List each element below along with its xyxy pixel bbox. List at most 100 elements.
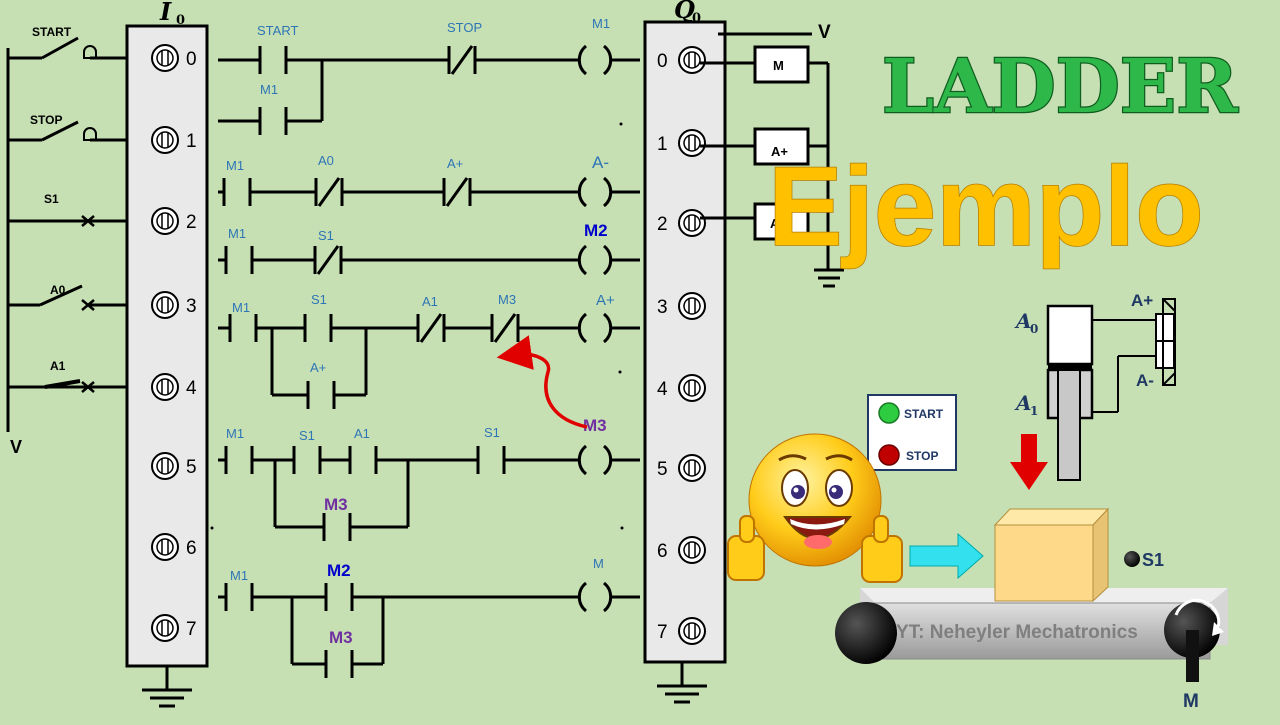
contact-label: M1 — [226, 158, 244, 173]
sensor-s1-icon — [1124, 551, 1140, 567]
input-terminal-4: 4 — [151, 373, 197, 401]
input-terminal-2: 2 — [151, 207, 197, 235]
contact-label: S1 — [299, 428, 315, 443]
output-device-a-minus: A- — [753, 202, 810, 241]
output-terminal-7: 7 — [657, 617, 706, 645]
input-terminal-number: 6 — [186, 538, 197, 559]
supply-label-v: V — [10, 437, 22, 457]
output-terminal-number: 2 — [657, 214, 668, 235]
input-terminal-number: 1 — [186, 131, 197, 152]
cylinder-a0-label: A — [1014, 309, 1032, 333]
contact-label: A1 — [354, 426, 370, 441]
output-module-label: Q — [674, 0, 695, 24]
contact-label: A+ — [447, 156, 463, 171]
output-terminal-number: 5 — [657, 459, 668, 480]
output-terminal-number: 0 — [657, 51, 668, 72]
output-terminal-0: 0 — [657, 46, 706, 74]
coil-label: M1 — [592, 16, 610, 31]
output-terminal-2: 2 — [657, 209, 706, 237]
input-terminal-number: 7 — [186, 619, 197, 640]
roller-switch-markers — [81, 215, 95, 393]
contact-label: M3 — [329, 628, 353, 647]
output-terminal-1: 1 — [657, 129, 706, 157]
sensor-s1-label: S1 — [1142, 550, 1164, 570]
input-label-stop: STOP — [30, 113, 62, 127]
contact-label: M1 — [226, 426, 244, 441]
coil-label: M3 — [583, 416, 607, 435]
input-label-s1: S1 — [44, 192, 59, 206]
motor-roller — [1164, 598, 1224, 682]
input-label-a0: A0 — [50, 283, 66, 297]
input-terminal-6: 6 — [151, 533, 197, 561]
output-terminal-3: 3 — [657, 292, 706, 320]
output-device-a-plus-label: A+ — [771, 144, 788, 159]
pneumatic-cylinder — [1046, 298, 1176, 481]
title-ladder: LADDER — [882, 44, 1238, 130]
input-module-subscript: 0 — [176, 13, 185, 28]
input-terminal-5: 5 — [151, 452, 197, 480]
contact-label: M3 — [498, 292, 516, 307]
input-terminal-1: 1 — [151, 126, 197, 154]
output-terminal-6: 6 — [657, 536, 706, 564]
conveyor-direction-arrow — [909, 532, 984, 580]
output-device-m: M — [753, 45, 810, 84]
red-annotation-arrow — [496, 335, 588, 429]
start-button[interactable]: START — [878, 402, 944, 424]
stop-button-light-icon — [878, 444, 900, 466]
output-module: Q 0 — [643, 0, 727, 704]
terminal-dot — [210, 526, 214, 530]
output-terminal-4: 4 — [657, 374, 706, 402]
output-terminal-number: 1 — [657, 134, 668, 155]
output-terminal-number: 7 — [657, 622, 668, 643]
stop-button[interactable]: STOP — [878, 444, 938, 466]
input-ground-icon — [142, 666, 192, 708]
contact-label: A1 — [422, 294, 438, 309]
output-terminal-number: 6 — [657, 541, 668, 562]
start-button-light-icon — [878, 402, 900, 424]
motor-label: M — [1183, 691, 1199, 712]
output-terminals: 0 1 2 3 4 5 6 7 — [657, 46, 706, 645]
coil-label: A+ — [596, 292, 615, 309]
smiley-thumbs-up-emoji — [727, 433, 903, 583]
input-label-start: START — [32, 25, 72, 39]
output-supply-label: V — [818, 22, 831, 43]
contact-label: A+ — [310, 360, 326, 375]
down-arrow-icon — [1010, 434, 1048, 490]
package-box — [993, 507, 1110, 603]
output-terminal-number: 3 — [657, 297, 668, 318]
stop-button-label: STOP — [906, 449, 938, 463]
output-terminal-5: 5 — [657, 454, 706, 482]
cylinder-a-plus-label: A+ — [1131, 291, 1153, 310]
contact-label: M3 — [324, 495, 348, 514]
coil-label: M — [593, 556, 604, 571]
contact-label: STOP — [447, 20, 482, 35]
input-terminal-0: 0 — [151, 44, 197, 72]
ladder-rungs — [218, 44, 640, 678]
input-terminal-number: 3 — [186, 296, 197, 317]
output-device-a-plus: A+ — [753, 127, 810, 166]
input-terminals: 0 1 2 3 4 5 6 7 — [151, 44, 197, 642]
input-terminal-number: 2 — [186, 212, 197, 233]
cylinder-a0-subscript: 0 — [1030, 322, 1038, 336]
input-terminal-number: 5 — [186, 457, 197, 478]
contact-label: START — [257, 23, 298, 38]
terminal-dot — [618, 370, 622, 374]
input-terminal-number: 4 — [186, 378, 197, 399]
contact-label: A0 — [318, 153, 334, 168]
cylinder-a-minus-label: A- — [1136, 371, 1154, 390]
input-module: I 0 — [125, 0, 209, 708]
input-label-a1: A1 — [50, 359, 66, 373]
cylinder-a1-subscript: 1 — [1030, 404, 1038, 418]
credit-text: YT: Neheyler Mechatronics — [896, 622, 1138, 643]
contact-label: M1 — [230, 568, 248, 583]
output-device-a-minus-label: A- — [770, 216, 784, 231]
input-terminal-number: 0 — [186, 49, 197, 70]
output-terminal-number: 4 — [657, 379, 668, 400]
cylinder-a1-label: A — [1014, 391, 1032, 415]
contact-label: M1 — [228, 226, 246, 241]
output-module-subscript: 0 — [692, 11, 701, 26]
contact-label: M2 — [327, 561, 351, 580]
input-terminal-3: 3 — [151, 291, 197, 319]
